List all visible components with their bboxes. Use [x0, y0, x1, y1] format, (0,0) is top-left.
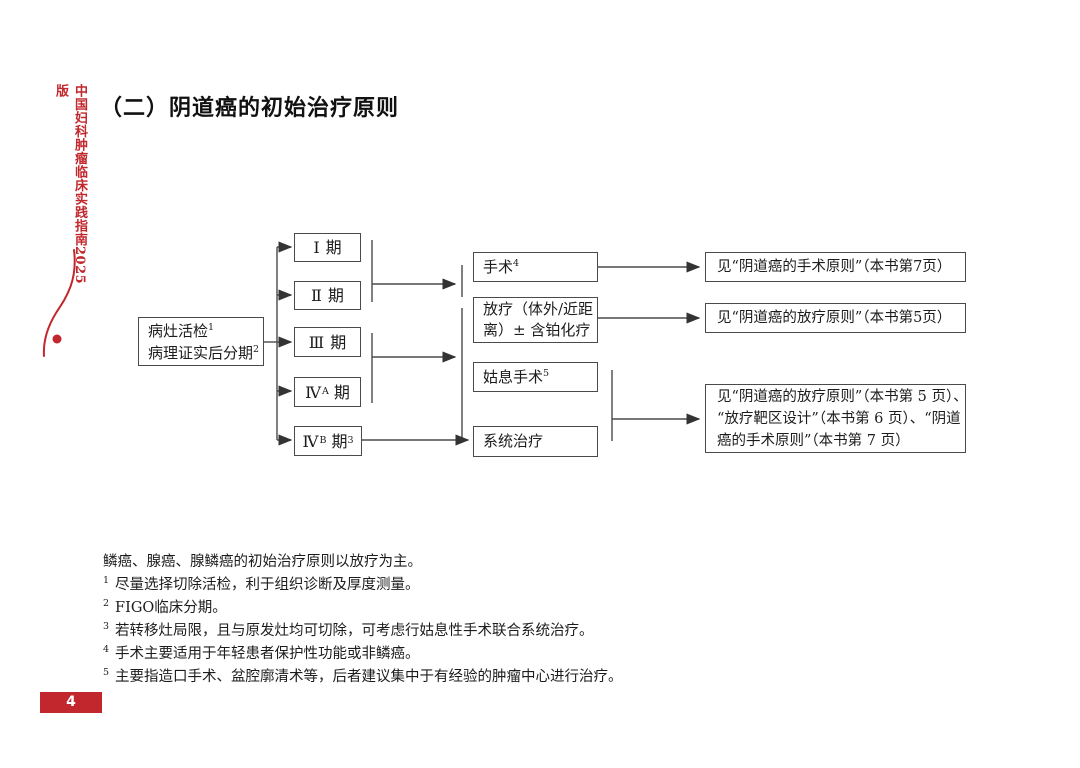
stage-suffix: 期 — [331, 431, 348, 451]
footnote-ref-2: 2 — [253, 343, 260, 355]
staging-line: 病理证实后分期2 — [148, 342, 263, 364]
footnote-text: 鳞癌、腺癌、腺鳞癌的初始治疗原则以放疗为主。 — [103, 554, 422, 570]
treatment-label: 姑息手术5 — [483, 367, 597, 388]
stage-numeral: Ⅰ — [313, 238, 320, 257]
radiotherapy-line1: 放疗（体外/近距 — [483, 300, 594, 318]
footnote-number: 3 — [103, 621, 110, 633]
reference-text: 见“阴道癌的放疗原则”（本书第5页） — [717, 310, 952, 326]
footnote-text: 若转移灶局限，且与原发灶均可切除，可考虑行姑息性手术联合系统治疗。 — [115, 623, 594, 639]
reference-text-line3: 癌的手术原则”（本书第 7 页） — [717, 432, 910, 449]
biopsy-label: 病灶活检 — [148, 321, 209, 340]
biopsy-line: 病灶活检1 — [148, 320, 263, 342]
stage-suffix: 期 — [325, 238, 342, 257]
treatment-box-radiotherapy: 放疗（体外/近距 离）± 含铂化疗 — [473, 297, 598, 343]
footnote-ref-4: 4 — [513, 257, 520, 269]
sidebar-book-title: 中国妇科肿瘤临床实践指南2025版 — [53, 84, 87, 285]
stage-suffix: 期 — [333, 382, 350, 402]
surgery-label: 手术 — [483, 257, 514, 276]
footnote-line: 3 若转移灶局限，且与原发灶均可切除，可考虑行姑息性手术联合系统治疗。 — [103, 620, 623, 643]
treatment-label: 手术4 — [483, 257, 597, 278]
stage-numeral: Ⅳ — [305, 382, 322, 402]
reference-box-surgery-principles: 见“阴道癌的手术原则”（本书第7页） — [705, 252, 966, 282]
footnote-text: 尽量选择切除活检，利于组织诊断及厚度测量。 — [115, 577, 420, 593]
treatment-box-palliative-surgery: 姑息手术5 — [473, 362, 598, 392]
palliative-label: 姑息手术 — [483, 367, 544, 386]
reference-text-line1: 见“阴道癌的放疗原则”（本书第 5 页）、 — [717, 388, 968, 405]
footnote-ref-1: 1 — [208, 321, 215, 333]
footnote-text: 主要指造口手术、盆腔廓清术等，后者建议集中于有经验的肿瘤中心进行治疗。 — [115, 669, 623, 685]
red-dot-icon — [52, 334, 62, 344]
stage-suffix: 期 — [330, 332, 347, 352]
footnote-text: 手术主要适用于年轻患者保护性功能或非鳞癌。 — [115, 646, 420, 662]
staging-label: 病理证实后分期 — [148, 343, 254, 362]
stage-suffix: 期 — [327, 286, 344, 305]
stage-numeral: Ⅱ — [311, 286, 322, 305]
reference-text-line2: “放疗靶区设计”（本书第 6 页）、“阴道 — [717, 410, 961, 427]
reference-text: 见“阴道癌的手术原则”（本书第7页） — [717, 259, 952, 275]
swash-curve — [42, 249, 76, 357]
systemic-label: 系统治疗 — [483, 432, 544, 450]
footnote-number: 2 — [103, 598, 110, 610]
footnote-number: 1 — [103, 575, 110, 587]
page-title: （二）阴道癌的初始治疗原则 — [100, 95, 400, 121]
radiotherapy-line2: 离）± 含铂化疗 — [483, 321, 591, 339]
biopsy-staging-box: 病灶活检1 病理证实后分期2 — [138, 317, 264, 366]
footnote-ref-5: 5 — [543, 367, 550, 379]
footnote-line: 1 尽量选择切除活检，利于组织诊断及厚度测量。 — [103, 574, 623, 597]
sidebar-swash-decoration — [42, 249, 76, 357]
footnote-line: 4 手术主要适用于年轻患者保护性功能或非鳞癌。 — [103, 643, 623, 666]
footnotes-block: 鳞癌、腺癌、腺鳞癌的初始治疗原则以放疗为主。 1 尽量选择切除活检，利于组织诊断及… — [103, 551, 623, 689]
footnote-number: 4 — [103, 644, 110, 656]
stage-numeral: Ⅳ — [302, 431, 319, 451]
stage-numeral: Ⅲ — [308, 332, 325, 352]
footnote-line: 5 主要指造口手术、盆腔廓清术等，后者建议集中于有经验的肿瘤中心进行治疗。 — [103, 666, 623, 689]
footnote-line: 鳞癌、腺癌、腺鳞癌的初始治疗原则以放疗为主。 — [103, 551, 623, 574]
treatment-box-systemic-therapy: 系统治疗 — [473, 426, 598, 457]
page-number-badge: 4 — [40, 692, 102, 713]
reference-box-radiotherapy-principles: 见“阴道癌的放疗原则”（本书第5页） — [705, 303, 966, 333]
reference-box-combined-principles: 见“阴道癌的放疗原则”（本书第 5 页）、 “放疗靶区设计”（本书第 6 页）、… — [705, 384, 968, 453]
footnote-number: 5 — [103, 667, 110, 679]
footnote-text: FIGO临床分期。 — [115, 600, 227, 616]
treatment-box-surgery: 手术4 — [473, 252, 598, 282]
footnote-line: 2 FIGO临床分期。 — [103, 597, 623, 620]
